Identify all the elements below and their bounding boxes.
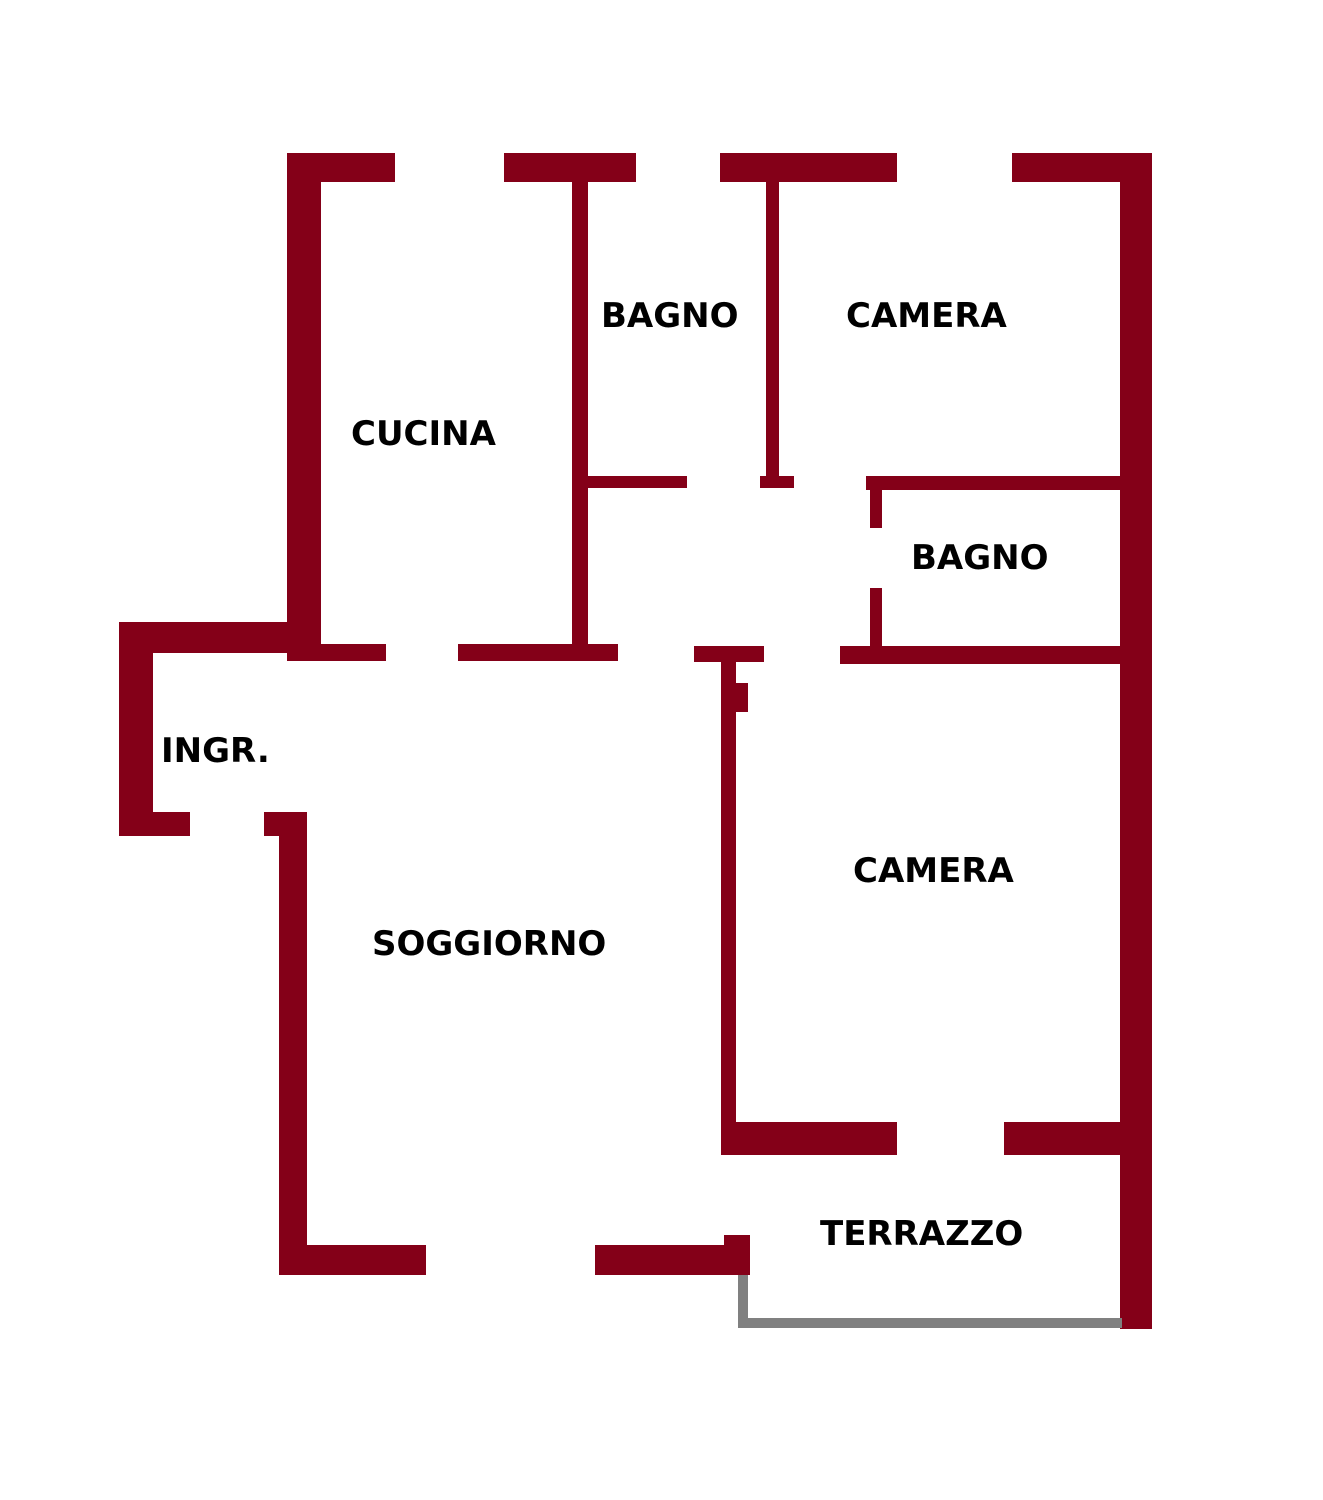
wall-living-bottom-post — [724, 1235, 750, 1275]
wall-bath-bottom — [588, 476, 687, 488]
wall-corridor-4 — [840, 646, 1120, 664]
wall-entrance-left — [119, 622, 153, 836]
railing-bottom — [738, 1318, 1122, 1328]
wall-bath2-left-upper — [870, 476, 882, 528]
wall-living-bottom-1 — [279, 1245, 426, 1275]
wall-bedroom2-bottom-1 — [721, 1122, 897, 1155]
wall-bath2-left-lower — [870, 588, 882, 661]
room-labels: CUCINA BAGNO CAMERA BAGNO INGR. SOGGIORN… — [161, 296, 1049, 1254]
wall-bedroom2-notch — [736, 683, 748, 712]
wall-top-3 — [720, 153, 897, 182]
wall-bedroom2-bottom-2 — [1004, 1122, 1152, 1155]
room-label-bagno-right: BAGNO — [911, 538, 1049, 578]
room-label-cucina: CUCINA — [351, 414, 497, 454]
terrace-railing — [738, 1275, 1122, 1328]
wall-corridor-3 — [694, 646, 764, 662]
wall-entrance-bottom — [119, 812, 190, 836]
room-label-camera-bottom: CAMERA — [853, 851, 1015, 891]
room-label-camera-top: CAMERA — [846, 296, 1008, 336]
walls — [119, 153, 1152, 1329]
wall-bath-bedroom-foot — [760, 476, 794, 488]
wall-bedroom-bottom — [866, 476, 1120, 490]
room-label-soggiorno: SOGGIORNO — [372, 924, 606, 964]
railing-left — [738, 1275, 748, 1328]
room-label-terrazzo: TERRAZZO — [820, 1214, 1023, 1254]
wall-corridor-1 — [290, 644, 386, 661]
wall-bath-bedroom — [766, 182, 779, 488]
wall-top-2 — [504, 153, 636, 182]
wall-kitchen-bath — [572, 182, 588, 661]
wall-bedroom2-left — [721, 662, 736, 1155]
wall-corridor-2 — [458, 644, 618, 661]
room-label-ingresso: INGR. — [161, 731, 270, 771]
wall-kitchen-left — [287, 153, 321, 661]
room-label-bagno-top: BAGNO — [601, 296, 739, 336]
wall-living-left — [279, 812, 307, 1275]
